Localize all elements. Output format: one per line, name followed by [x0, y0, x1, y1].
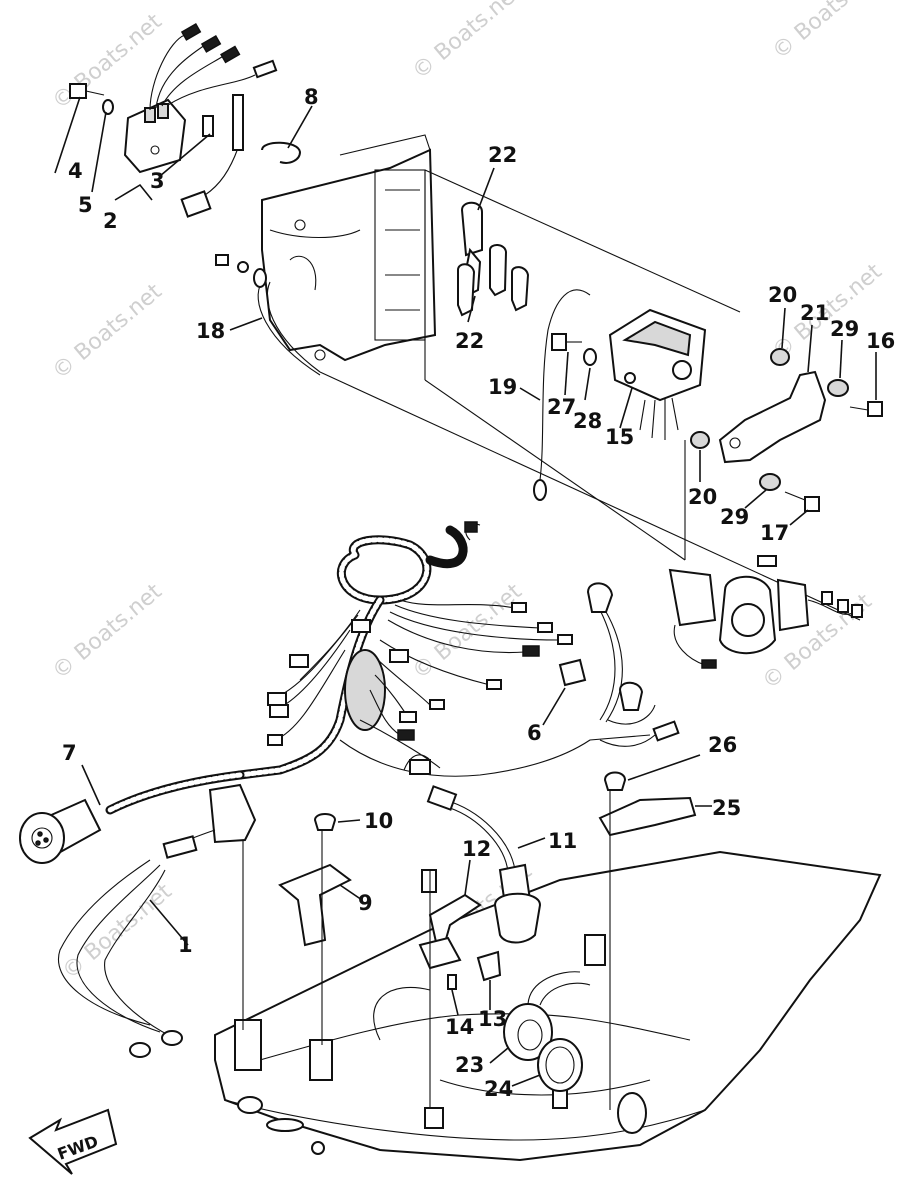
battery-cable-1 [57, 859, 189, 1058]
starter-relay [668, 555, 863, 669]
callout-14: 14 [445, 1015, 474, 1039]
callout-26: 26 [708, 733, 737, 757]
bracket-25 [598, 796, 712, 837]
clip-6 [542, 658, 587, 726]
washer-5 [102, 99, 114, 115]
ground-wire-19 [519, 289, 591, 501]
bolt-10 [313, 813, 361, 831]
callout-22-upper: 22 [488, 143, 517, 167]
bolt-16 [849, 352, 883, 417]
callout-22-lower: 22 [455, 329, 484, 353]
cable-11 [426, 785, 546, 944]
harness-grommet [162, 783, 257, 859]
bracket-21 [718, 324, 827, 464]
grommet-20-upper [770, 307, 790, 366]
bolt-27 [551, 333, 582, 396]
cdi-unit-15 [608, 308, 707, 440]
callout-20-lower: 20 [688, 485, 717, 509]
callout-21: 21 [800, 301, 829, 325]
callout-5: 5 [78, 193, 93, 217]
callout-25: 25 [712, 796, 741, 820]
watermark-6: © Boats.net [48, 579, 167, 685]
bolt-26 [603, 754, 701, 791]
callout-20-upper: 20 [768, 283, 797, 307]
callout-19: 19 [488, 375, 517, 399]
callout-17: 17 [760, 521, 789, 545]
watermark-4: © Boats.net [48, 279, 167, 385]
callout-3: 3 [150, 169, 165, 193]
callout-16: 16 [866, 329, 895, 353]
bolt-4 [69, 83, 105, 99]
plug-3 [202, 115, 214, 137]
callout-29-upper: 29 [830, 317, 859, 341]
callout-labels: 4 5 2 3 8 22 22 18 19 27 28 15 20 21 29 … [62, 85, 895, 1101]
grommet-20-lower [690, 431, 710, 482]
callout-1: 1 [178, 933, 193, 957]
high-tension-cord [586, 582, 680, 747]
spark-plug-cap-22 [457, 167, 530, 323]
callout-11: 11 [548, 829, 577, 853]
watermark-1: © Boats.net [48, 9, 167, 115]
bottom-cowling [214, 850, 882, 1162]
grommet-29-upper [827, 339, 849, 397]
fwd-arrow: FWD [28, 1108, 118, 1175]
callout-23: 23 [455, 1053, 484, 1077]
washer-28 [583, 348, 597, 401]
callout-13: 13 [478, 1007, 507, 1031]
callout-12: 12 [462, 837, 491, 861]
rectifier-regulator [123, 23, 278, 218]
clamp-8 [261, 105, 313, 164]
callout-29-lower: 29 [720, 505, 749, 529]
callout-6: 6 [527, 721, 542, 745]
watermark-3: © Boats.net [768, 0, 887, 65]
callout-9: 9 [358, 891, 373, 915]
callout-2: 2 [103, 209, 118, 233]
watermark-9: © Boats.net [58, 879, 177, 985]
callout-10: 10 [364, 809, 393, 833]
callout-15: 15 [605, 425, 634, 449]
watermark-7: © Boats.net [408, 579, 527, 685]
callout-7: 7 [62, 741, 77, 765]
callout-27: 27 [547, 395, 576, 419]
main-harness-plug-7 [19, 764, 102, 864]
wire-harness [105, 521, 651, 815]
bracket-9 [278, 863, 363, 947]
bolt-17 [784, 491, 820, 526]
callout-8: 8 [304, 85, 319, 109]
grommet-29-lower [744, 473, 781, 509]
callout-28: 28 [573, 409, 602, 433]
callout-4: 4 [68, 159, 83, 183]
grommet-23 [489, 971, 591, 1064]
ring-24 [511, 1038, 583, 1092]
callout-24: 24 [484, 1077, 513, 1101]
mounting-plate [261, 134, 437, 362]
callout-18: 18 [196, 319, 225, 343]
watermark-2: © Boats.net [408, 0, 527, 85]
ground-lead-18 [215, 254, 321, 376]
